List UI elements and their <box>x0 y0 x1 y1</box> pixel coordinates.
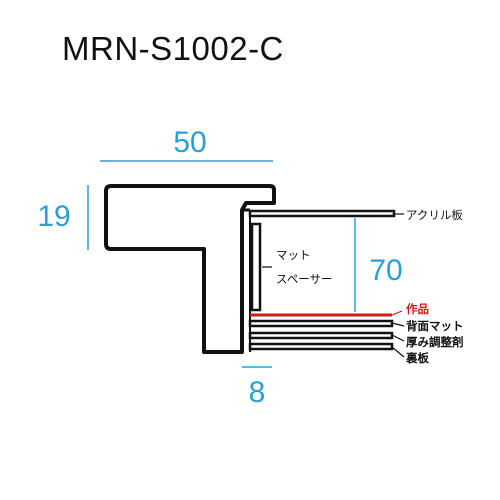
mat-spacer-label-line1: マット <box>276 248 311 262</box>
thickness-adjuster-layer <box>248 331 394 340</box>
artwork-leader <box>391 310 403 316</box>
acrylic-panel <box>248 209 396 218</box>
thickness-adjuster-label: 厚み調整剤 <box>406 335 464 349</box>
product-code-title: MRN-S1002-C <box>62 30 284 67</box>
height-dimension-label: 19 <box>37 200 70 233</box>
lip-dimension-label: 8 <box>249 376 266 409</box>
thickness-adjuster-leader <box>391 334 405 342</box>
back-mat-label: 背面マット <box>406 319 464 333</box>
back-mat-leader <box>391 322 405 327</box>
mat-spacer-label-line2: スペーサー <box>276 272 332 286</box>
back-mat-layer <box>248 319 394 328</box>
depth-dimension-label: 70 <box>369 254 402 287</box>
back-board-leader <box>391 346 405 358</box>
back-board-label: 裏板 <box>405 351 429 365</box>
back-board-layer <box>248 342 394 351</box>
frame-moulding-profile <box>104 184 276 354</box>
mat-spacer <box>250 222 262 312</box>
artwork-label: 作品 <box>406 302 429 316</box>
width-dimension-label: 50 <box>173 126 206 159</box>
acrylic-label: アクリル板 <box>406 208 463 222</box>
